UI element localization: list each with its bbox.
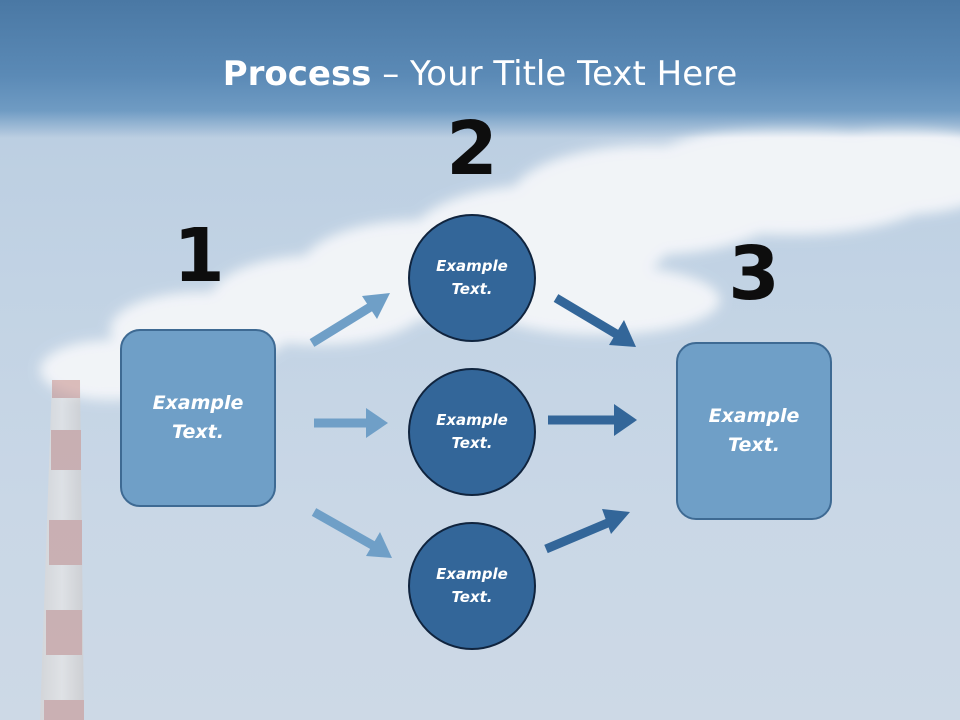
output-box: Example Text. [676,342,832,520]
slide-title: Process – Your Title Text Here [0,52,960,96]
circle-1-line2: Text. [451,280,493,298]
circle-3-line2: Text. [451,588,493,606]
output-box-line1: Example [708,405,800,427]
output-box-line2: Text. [728,434,780,456]
process-circle-2: Example Text. [408,368,536,496]
circle-2-line1: Example [436,411,508,429]
title-rest: – Your Title Text Here [371,54,738,94]
arrow-circle-3-to-output [544,509,630,554]
step-number-2: 2 [446,106,498,192]
process-circle-1: Example Text. [408,214,536,342]
arrow-input-to-circle-3 [311,508,392,558]
input-box: Example Text. [120,329,276,507]
header-band [0,0,960,138]
title-bold: Process [222,54,372,94]
input-box-line2: Text. [172,421,224,443]
process-circle-3: Example Text. [408,522,536,650]
arrow-circle-2-to-output [548,404,637,436]
arrow-input-to-circle-2 [314,408,388,438]
chimney [40,380,84,720]
input-box-line1: Example [152,392,244,414]
circle-3-line1: Example [436,565,508,583]
circle-1-line1: Example [436,257,508,275]
step-number-3: 3 [728,231,780,317]
step-number-1: 1 [173,213,225,299]
arrow-circle-1-to-output [553,294,636,347]
circle-2-line2: Text. [451,434,493,452]
arrow-input-to-circle-1 [309,293,390,347]
